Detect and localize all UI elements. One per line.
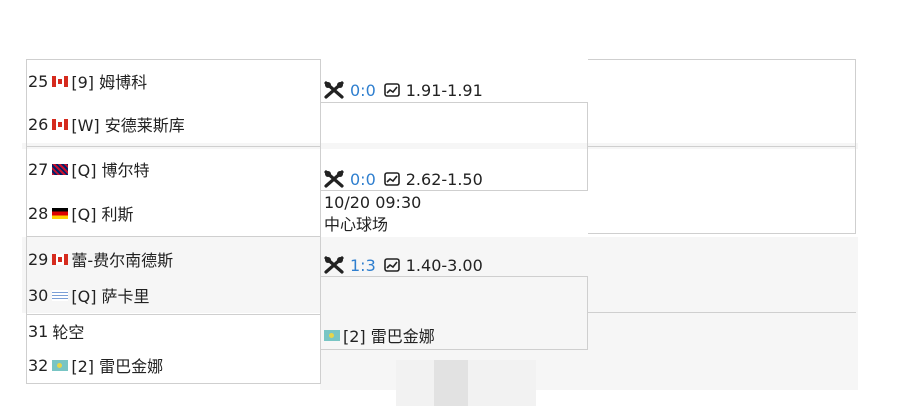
odds-chart-icon [383,172,400,186]
player-name: [Q] 萨卡里 [71,287,150,306]
draw-number: 25 [28,71,49,91]
bracket-line [320,190,588,191]
draw-row-bg [22,55,858,143]
match-score: 1:3 [350,255,376,275]
bracket-line [587,276,588,350]
player-name: [Q] 博尔特 [71,161,150,180]
germany-flag-icon [52,207,69,219]
kazakhstan-flag-icon [324,329,340,341]
bracket-line [320,59,321,384]
bracket-line [588,312,856,313]
match-odds: 1.91-1.91 [405,80,483,100]
bracket-line [26,59,27,384]
draw-number: 29 [28,249,49,269]
crossed-rackets-icon [324,170,344,188]
draw-number: 26 [28,114,49,134]
player-slot[interactable]: 32 [2] 雷巴金娜 [28,350,163,380]
bracket-line [26,59,321,60]
match-info[interactable]: 1:3 1.40-3.00 [324,254,483,276]
uk-flag-icon [52,163,69,175]
bracket-line [26,383,321,384]
player-slot[interactable]: 29 蕾-费尔南德斯 [28,244,173,274]
match-datetime: 10/20 09:30 [324,193,422,212]
odds-chart-icon [383,258,400,272]
player-name: [9] 姆博科 [71,73,148,92]
player-name: [2] 雷巴金娜 [343,327,435,346]
player-name: 蕾-费尔南德斯 [71,251,174,270]
odds-chart-icon [383,83,400,97]
crossed-rackets-icon [324,256,344,274]
player-slot[interactable]: 28 [Q] 利斯 [28,198,134,228]
draw-number: 28 [28,203,49,223]
player-slot[interactable]: 25 [9] 姆博科 [28,66,147,96]
bracket-line [320,276,588,277]
match-odds: 2.62-1.50 [405,169,483,189]
draw-row-bg [22,313,320,401]
player-slot[interactable]: 30 [Q] 萨卡里 [28,280,150,310]
match-score: 0:0 [350,80,376,100]
bracket-line [26,236,321,237]
draw-number: 31 [28,321,49,341]
loading-placeholder [434,360,468,406]
uruguay-flag-icon [52,289,69,301]
bracket-line [26,146,321,147]
player-slot: 31 轮空 [28,316,84,346]
bracket-line [588,59,856,60]
kazakhstan-flag-icon [52,359,69,371]
bracket-line [855,59,856,147]
bracket-line [320,349,588,350]
player-name: [Q] 利斯 [71,205,134,224]
match-info[interactable]: 0:0 2.62-1.50 [324,168,483,190]
draw-number: 30 [28,285,49,305]
bye-label: 轮空 [52,323,85,342]
advanced-player[interactable]: [2] 雷巴金娜 [324,324,435,346]
player-name: [W] 安德莱斯库 [71,116,185,135]
canada-flag-icon [52,75,69,87]
bracket-line [855,146,856,234]
bracket-line [26,314,321,315]
player-slot[interactable]: 26 [W] 安德莱斯库 [28,109,185,139]
player-slot[interactable]: 27 [Q] 博尔特 [28,154,150,184]
draw-panel [22,55,858,401]
draw-row-bg [22,149,858,237]
match-info[interactable]: 0:0 1.91-1.91 [324,79,483,101]
canada-flag-icon [52,253,69,265]
bracket-line [320,102,588,103]
crossed-rackets-icon [324,81,344,99]
draw-number: 32 [28,355,49,375]
draw-number: 27 [28,159,49,179]
bracket-line [588,233,856,234]
bracket-line [588,146,856,147]
bracket-line [587,102,588,191]
match-venue: 中心球场 [324,215,389,234]
match-odds: 1.40-3.00 [405,255,483,275]
player-name: [2] 雷巴金娜 [71,357,164,376]
match-score: 0:0 [350,169,376,189]
canada-flag-icon [52,118,69,130]
